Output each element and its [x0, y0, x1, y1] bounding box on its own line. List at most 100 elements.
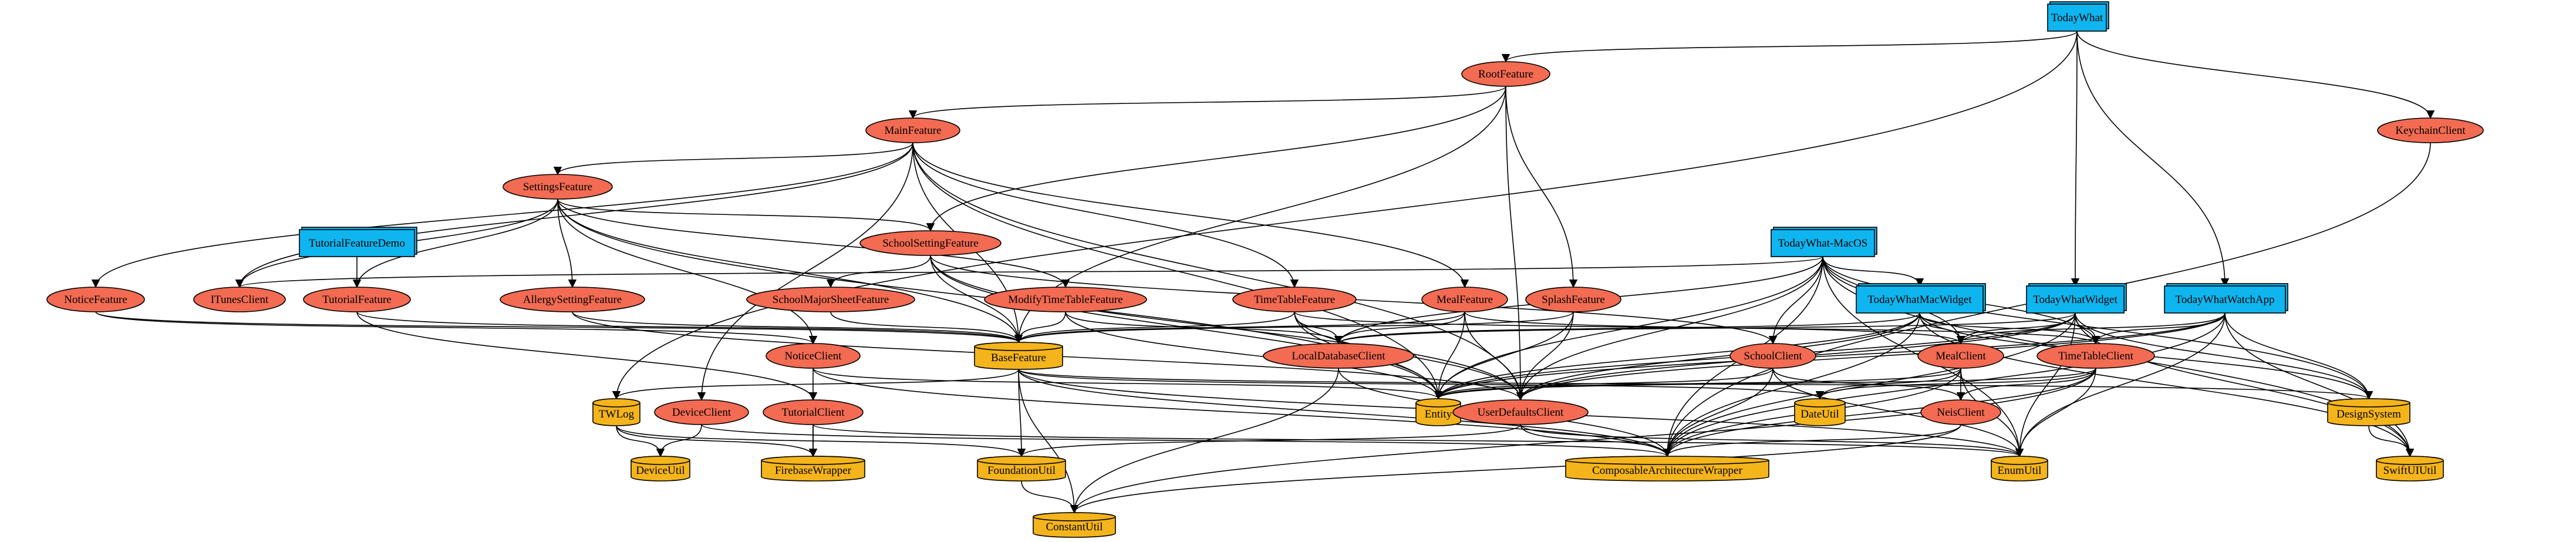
node-neis-client[interactable]: NeisClient [1920, 399, 2001, 425]
node-entity[interactable]: Entity [1415, 398, 1461, 426]
node-foundation-util[interactable]: FoundationUtil [977, 456, 1066, 482]
edge-settings-feature-to-tutorial-feature [352, 198, 558, 288]
node-label: BaseFeature [991, 352, 1046, 364]
node-label: AllergySettingFeature [523, 294, 622, 306]
node-date-util[interactable]: DateUtil [1794, 398, 1846, 426]
edge-root-feature-to-splash-feature [1505, 86, 1578, 288]
node-keychain-client[interactable]: KeychainClient [2377, 117, 2484, 143]
node-local-database-client[interactable]: LocalDatabaseClient [1263, 343, 1414, 369]
node-today-what-mac-os[interactable]: TodayWhat-MacOS [1771, 227, 1877, 257]
util-cylinder-top-shape [1991, 456, 2048, 465]
node-user-defaults-client[interactable]: UserDefaultsClient [1452, 399, 1589, 425]
edge-device-client-to-device-util [656, 424, 702, 457]
edge-today-what-watch-app-to-swift-uiutil [2224, 312, 2415, 457]
node-label: SchoolClient [1744, 350, 1802, 362]
feature-ellipse-shape [503, 174, 613, 200]
node-label: TWLog [599, 408, 635, 420]
node-modify-time-table-feature[interactable]: ModifyTimeTableFeature [984, 287, 1147, 312]
node-label: KeychainClient [2395, 124, 2466, 137]
edge-time-table-client-to-enum-util [2015, 368, 2096, 457]
node-label: ITunesClient [211, 294, 269, 306]
util-cylinder-top-shape [630, 456, 690, 465]
edge-today-what-watch-app-to-meal-client [1956, 312, 2226, 345]
util-cylinder-top-shape [592, 398, 640, 408]
node-meal-client[interactable]: MealClient [1917, 343, 2004, 369]
edge-settings-feature-to-notice-client [557, 198, 818, 345]
node-allergy-setting-feature[interactable]: AllergySettingFeature [500, 287, 645, 312]
node-design-system[interactable]: DesignSystem [2327, 398, 2410, 426]
edge-today-what-watch-app-to-design-system [2224, 312, 2373, 400]
node-school-setting-feature[interactable]: SchoolSettingFeature [859, 230, 1002, 256]
edge-neis-client-to-composable-architecture-wrapper [1663, 424, 1961, 457]
node-time-table-client[interactable]: TimeTableClient [2036, 343, 2155, 369]
feature-ellipse-shape [500, 287, 645, 312]
node-label: TutorialClient [782, 406, 845, 419]
node-constant-util[interactable]: ConstantUtil [1033, 512, 1116, 538]
feature-ellipse-shape [746, 287, 915, 312]
node-splash-feature[interactable]: SplashFeature [1525, 287, 1621, 312]
node-composable-architecture-wrapper[interactable]: ComposableArchitectureWrapper [1565, 456, 1769, 482]
edge-meal-feature-to-base-feature [1014, 311, 1465, 344]
edge-base-feature-to-composable-architecture-wrapper [1018, 369, 1672, 457]
edge-user-defaults-client-to-enum-util [1520, 424, 2024, 457]
node-firebase-wrapper[interactable]: FirebaseWrapper [761, 456, 865, 482]
node-main-feature[interactable]: MainFeature [865, 117, 960, 143]
edge-meal-feature-to-meal-client [1464, 311, 1965, 345]
node-label: MainFeature [884, 124, 941, 137]
edge-foundation-util-to-constant-util [1021, 480, 1079, 514]
node-label: UserDefaultsClient [1478, 406, 1564, 419]
node-today-what[interactable]: TodayWhat [2047, 1, 2109, 32]
node-label: TimeTableFeature [1254, 294, 1335, 306]
node-school-major-sheet-feature[interactable]: SchoolMajorSheetFeature [746, 287, 915, 312]
edge-school-client-to-entity [1434, 368, 1773, 400]
edge-today-what-mac-widget-to-local-database-client [1334, 312, 1920, 345]
feature-ellipse-shape [193, 287, 286, 312]
node-settings-feature[interactable]: SettingsFeature [503, 174, 613, 200]
feature-ellipse-shape [1729, 343, 1816, 369]
edge-time-table-client-to-date-util [1815, 368, 2096, 400]
node-root-feature[interactable]: RootFeature [1461, 61, 1550, 87]
node-label: DeviceClient [672, 406, 731, 419]
edge-today-what-mac-os-to-itunes-client [235, 256, 1823, 288]
util-cylinder-top-shape [1565, 456, 1769, 465]
node-itunes-client[interactable]: ITunesClient [193, 287, 286, 312]
node-today-what-widget[interactable]: TodayWhatWidget [2026, 283, 2127, 314]
node-today-what-watch-app[interactable]: TodayWhatWatchApp [2164, 283, 2288, 314]
node-enum-util[interactable]: EnumUtil [1991, 456, 2048, 482]
edge-design-system-to-swift-uiutil [2368, 425, 2415, 457]
edge-twlog-to-firebase-wrapper [616, 425, 818, 457]
node-twlog[interactable]: TWLog [592, 398, 640, 426]
node-notice-client[interactable]: NoticeClient [766, 343, 861, 369]
node-tutorial-client[interactable]: TutorialClient [763, 399, 864, 425]
feature-ellipse-shape [654, 399, 749, 425]
node-label: NoticeClient [784, 350, 842, 362]
edge-meal-feature-to-entity [1434, 311, 1465, 400]
edge-root-feature-to-user-defaults-client [1505, 86, 1525, 401]
feature-ellipse-shape [1917, 343, 2004, 369]
node-label: DesignSystem [2336, 408, 2401, 420]
edge-base-feature-to-date-util [1018, 369, 1824, 400]
node-time-table-feature[interactable]: TimeTableFeature [1232, 287, 1357, 312]
node-label: ConstantUtil [1046, 521, 1102, 533]
edge-today-what-widget-to-local-database-client [1334, 312, 2076, 345]
node-tutorial-feature[interactable]: TutorialFeature [303, 287, 411, 312]
node-notice-feature[interactable]: NoticeFeature [46, 287, 145, 312]
node-label: SchoolSettingFeature [882, 237, 979, 250]
node-device-client[interactable]: DeviceClient [654, 399, 749, 425]
util-cylinder-top-shape [2376, 456, 2444, 465]
edge-today-what-to-today-what-watch-app [2076, 31, 2230, 287]
util-cylinder-top-shape [1033, 512, 1116, 521]
node-today-what-mac-widget[interactable]: TodayWhatMacWidget [1856, 283, 1986, 314]
edge-today-what-mac-widget-to-time-table-client [1919, 312, 2100, 345]
edge-base-feature-to-twlog [612, 369, 1019, 400]
node-school-client[interactable]: SchoolClient [1729, 343, 1816, 369]
node-base-feature[interactable]: BaseFeature [974, 342, 1063, 370]
node-tutorial-feature-demo[interactable]: TutorialFeatureDemo [299, 227, 417, 257]
edge-notice-feature-to-notice-client [95, 311, 817, 345]
node-swift-uiutil[interactable]: SwiftUIUtil [2376, 456, 2444, 482]
node-device-util[interactable]: DeviceUtil [630, 456, 690, 482]
edge-notice-client-to-entity [812, 368, 1442, 400]
edge-today-what-to-root-feature [1502, 31, 2078, 63]
node-meal-feature[interactable]: MealFeature [1421, 287, 1508, 312]
